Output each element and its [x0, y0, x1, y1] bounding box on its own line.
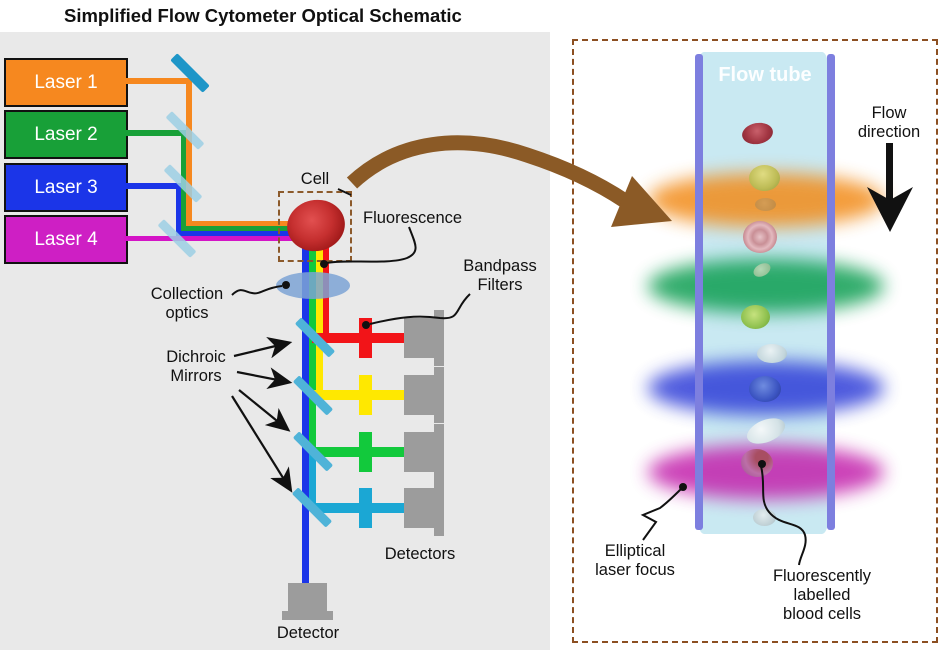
bundle-beam-orange — [186, 221, 298, 226]
laser3-box: Laser 3 — [4, 163, 128, 212]
blood-cell-small-grey — [753, 509, 776, 526]
detector-green-icon — [404, 432, 434, 472]
cell-label: Cell — [300, 170, 330, 188]
detector-label: Detector — [276, 624, 340, 642]
detectors-label: Detectors — [384, 545, 456, 563]
fluorescence-beam-yellow — [316, 246, 323, 396]
fluorescence-beam-cyan — [309, 452, 316, 508]
flow-tube-wall-right — [827, 54, 835, 530]
collection-lens-icon — [276, 272, 350, 299]
yellow-channel-beam — [312, 390, 404, 400]
blood-cell-yellow-green — [749, 165, 780, 191]
red-channel-beam — [312, 333, 404, 343]
blood-cell-blue — [749, 376, 781, 402]
blood-cell-pink — [743, 221, 777, 253]
dichroic-mirrors-label-line1: Dichroic — [166, 348, 226, 366]
laser4-beam-horizontal — [124, 236, 298, 241]
bandpass-filters-label-line2: Filters — [477, 276, 523, 294]
blood-cell-faded — [755, 198, 776, 211]
elliptical-focus-label-line1: Elliptical — [604, 542, 666, 560]
bandpass-filter-red-icon — [359, 318, 372, 358]
bottom-detector-base-icon — [282, 611, 333, 620]
laser2-label: Laser 2 — [34, 123, 98, 145]
laser3-beam-vertical — [176, 183, 181, 236]
laser2-box: Laser 2 — [4, 110, 128, 159]
cyan-channel-beam — [312, 503, 404, 513]
laser2-beam-horizontal — [124, 130, 186, 136]
detector-cyan-plate-icon — [434, 480, 444, 536]
bandpass-filter-yellow-icon — [359, 375, 372, 415]
detector-red-plate-icon — [434, 310, 444, 366]
bandpass-filter-cyan-icon — [359, 488, 372, 528]
flow-direction-label-line2: direction — [857, 123, 921, 141]
laser1-beam-vertical — [186, 78, 192, 226]
labelled-cells-label-line1: Fluorescently — [772, 567, 872, 585]
detector-red-icon — [404, 318, 434, 358]
fluorescence-beam-blue — [302, 246, 309, 583]
detector-yellow-icon — [404, 375, 434, 415]
flow-direction-label-line1: Flow — [871, 104, 907, 122]
bandpass-filters-label-line1: Bandpass — [463, 257, 537, 275]
blood-cell-green — [741, 305, 770, 329]
laser4-label: Laser 4 — [34, 228, 98, 250]
collection-optics-label-line1: Collection — [150, 285, 224, 303]
laser1-label: Laser 1 — [34, 71, 98, 93]
laser3-beam-horizontal — [124, 183, 181, 189]
flow-tube-label: Flow tube — [718, 64, 812, 86]
laser1-box: Laser 1 — [4, 58, 128, 107]
laser4-box: Laser 4 — [4, 215, 128, 264]
green-channel-beam — [312, 447, 404, 457]
fluorescence-label: Fluorescence — [363, 209, 463, 227]
elliptical-focus-label-line2: laser focus — [595, 561, 675, 579]
cell-interrogation-box — [278, 191, 352, 262]
fluorescence-beam-green — [309, 246, 316, 452]
detector-yellow-plate-icon — [434, 367, 444, 423]
labelled-cells-label-line2: labelled — [793, 586, 851, 604]
dichroic-mirrors-label-line2: Mirrors — [170, 367, 222, 385]
detector-green-plate-icon — [434, 424, 444, 480]
detector-cyan-icon — [404, 488, 434, 528]
labelled-cells-label-line3: blood cells — [783, 605, 861, 623]
blood-cell-pale-grey — [757, 344, 787, 363]
laser1-beam-horizontal — [124, 78, 192, 84]
bandpass-filter-green-icon — [359, 432, 372, 472]
laser3-label: Laser 3 — [34, 176, 98, 198]
bottom-detector-icon — [288, 583, 327, 612]
bundle-beam-green — [181, 226, 298, 231]
bundle-beam-blue — [176, 231, 298, 236]
flow-tube-wall-left — [695, 54, 703, 530]
flow-cell-inset-box — [572, 39, 938, 643]
collection-optics-label-line2: optics — [165, 304, 209, 322]
page-title: Simplified Flow Cytometer Optical Schema… — [64, 5, 462, 26]
